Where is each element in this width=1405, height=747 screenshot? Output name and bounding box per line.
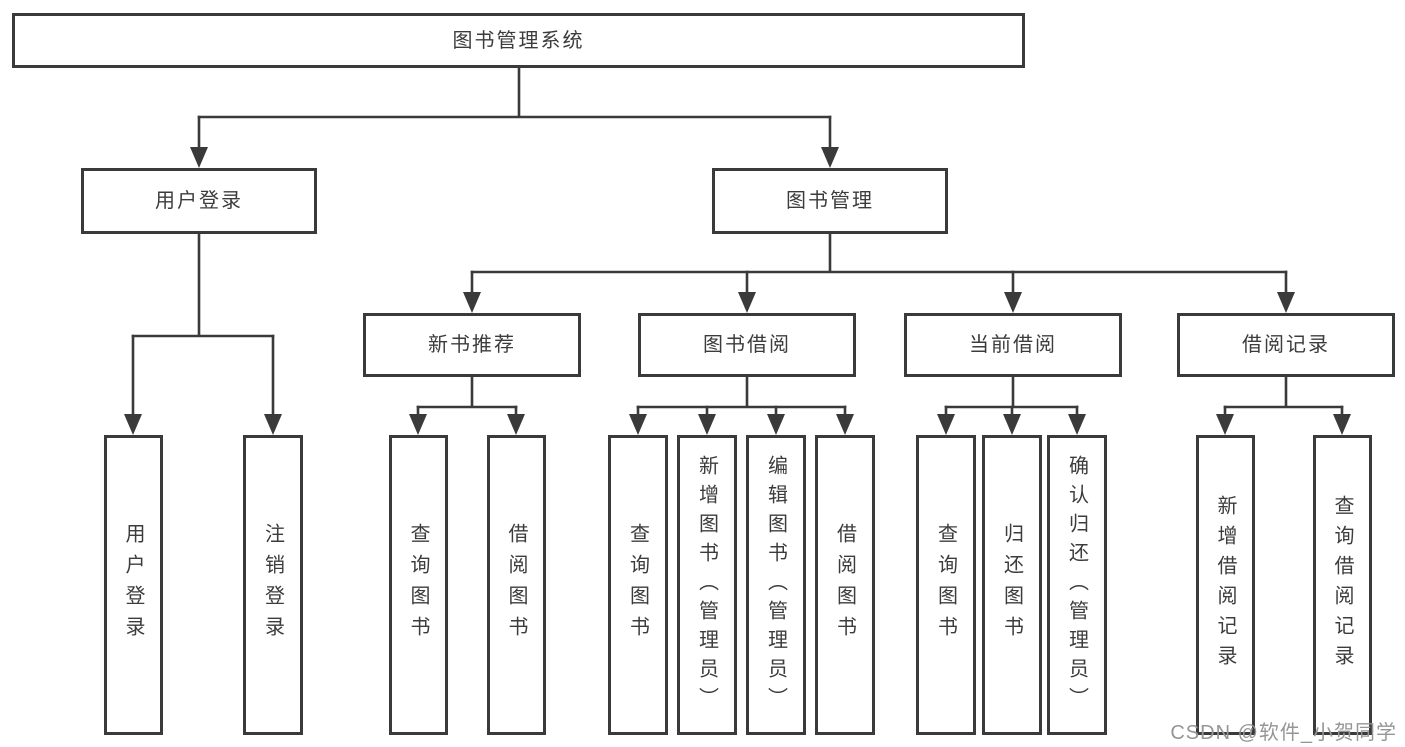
node-label: 图书管理 bbox=[786, 190, 874, 212]
leaf-current-query-books: 查询图书 bbox=[916, 435, 976, 735]
leaf-label: 借阅图书 bbox=[833, 523, 856, 647]
node-current-borrow: 当前借阅 bbox=[904, 313, 1122, 377]
leaf-label: 查询图书 bbox=[626, 523, 649, 647]
leaf-user-login: 用户登录 bbox=[104, 435, 163, 735]
leaf-label: 新增图书（管理员） bbox=[695, 454, 718, 716]
leaf-label: 确认归还（管理员） bbox=[1065, 454, 1088, 716]
node-book-management: 图书管理 bbox=[712, 168, 948, 234]
node-label: 用户登录 bbox=[155, 190, 243, 212]
leaf-label: 编辑图书（管理员） bbox=[764, 454, 787, 716]
node-borrow-records: 借阅记录 bbox=[1177, 313, 1395, 377]
leaf-borrow-query-books: 查询图书 bbox=[608, 435, 668, 735]
leaf-newbook-borrow-books: 借阅图书 bbox=[487, 435, 546, 735]
node-label: 图书管理系统 bbox=[452, 29, 585, 52]
node-new-book-recommend: 新书推荐 bbox=[363, 313, 581, 377]
leaf-borrow-borrow-books: 借阅图书 bbox=[815, 435, 875, 735]
leaf-label: 注销登录 bbox=[261, 523, 284, 647]
node-book-borrow: 图书借阅 bbox=[638, 313, 856, 377]
node-label: 新书推荐 bbox=[428, 334, 516, 356]
leaf-current-return-books: 归还图书 bbox=[982, 435, 1042, 735]
leaf-current-confirm-return-admin: 确认归还（管理员） bbox=[1047, 435, 1107, 735]
csdn-watermark: CSDN @软件_小贺同学 bbox=[1170, 722, 1397, 744]
leaf-borrow-edit-books-admin: 编辑图书（管理员） bbox=[746, 435, 806, 735]
leaf-label: 用户登录 bbox=[122, 523, 144, 647]
leaf-borrow-add-books-admin: 新增图书（管理员） bbox=[677, 435, 737, 735]
leaf-label: 查询图书 bbox=[934, 523, 957, 647]
leaf-records-query-record: 查询借阅记录 bbox=[1313, 435, 1372, 735]
leaf-logout: 注销登录 bbox=[243, 435, 303, 735]
leaf-label: 借阅图书 bbox=[505, 523, 527, 647]
node-label: 图书借阅 bbox=[703, 334, 791, 356]
leaf-records-add-record: 新增借阅记录 bbox=[1196, 435, 1255, 735]
leaf-label: 归还图书 bbox=[1000, 523, 1023, 647]
leaf-label: 查询借阅记录 bbox=[1331, 495, 1353, 675]
node-library-management-system: 图书管理系统 bbox=[12, 13, 1025, 68]
leaf-newbook-query-books: 查询图书 bbox=[389, 435, 448, 735]
node-label: 借阅记录 bbox=[1242, 334, 1330, 356]
node-label: 当前借阅 bbox=[969, 334, 1057, 356]
leaf-label: 查询图书 bbox=[407, 523, 429, 647]
leaf-label: 新增借阅记录 bbox=[1214, 495, 1236, 675]
node-user-login: 用户登录 bbox=[81, 168, 317, 234]
